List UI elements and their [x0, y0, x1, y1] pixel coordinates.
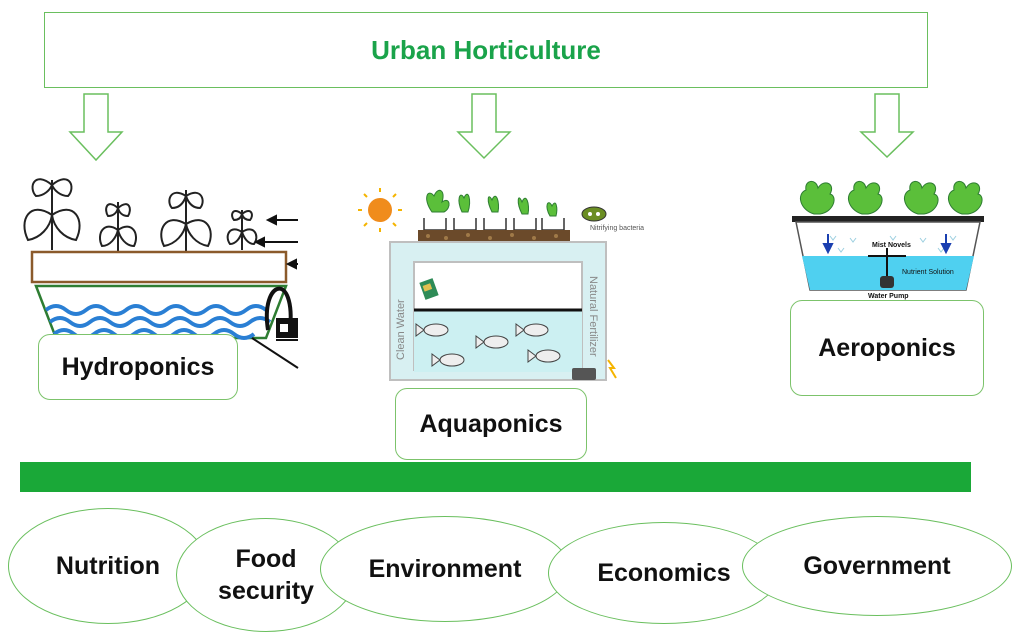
hydroponics-text: Hydroponics [61, 352, 215, 381]
plant-icon [160, 190, 212, 276]
arrow-down-icon [822, 234, 952, 255]
plant-icon [23, 178, 81, 279]
nitrifying-label: Nitrifying bacteria [590, 225, 644, 232]
factor-government: Government [742, 516, 1012, 616]
aquaponics-illustration: Nitrifying bacteria Clean Water Natural … [358, 188, 644, 381]
pump-icon [880, 276, 894, 288]
pump-icon [572, 368, 596, 380]
factor-label: Food [235, 544, 297, 573]
mist-droplets [829, 235, 957, 253]
aquaponics-label: Aquaponics [395, 388, 587, 460]
water-pump-label: Water Pump [868, 293, 909, 300]
plant-icon [226, 210, 258, 266]
aeroponics-illustration: Mist Novels Nutrient Solution Water Pump [792, 181, 984, 300]
divider-bar [20, 462, 971, 492]
arrow-down-icon [68, 93, 124, 162]
hydroponics-label: Hydroponics [38, 334, 238, 400]
fish-icon [415, 323, 561, 367]
bacteria-icon [581, 206, 607, 222]
nutrient-solution-label: Nutrient Solution [902, 269, 954, 276]
plant-icon [99, 202, 137, 272]
factor-label: Nutrition [55, 551, 161, 580]
feed-icon [419, 278, 439, 300]
clean-water-label: Clean Water [395, 299, 407, 360]
tube [264, 286, 293, 331]
factor-economics: Economics [548, 522, 780, 624]
plant-board [792, 216, 984, 222]
diagram-title: Urban Horticulture [371, 34, 601, 65]
plants [799, 181, 983, 215]
hydroponics-illustration [23, 178, 299, 369]
sun-icon [358, 188, 402, 232]
factor-label: security [218, 577, 314, 605]
arrow-down-icon [859, 93, 915, 159]
factor-environment: Environment [320, 516, 570, 622]
arrows [68, 93, 915, 162]
arrow-down-icon [456, 93, 512, 160]
raft-board [30, 250, 288, 284]
aeroponics-label: Aeroponics [790, 300, 984, 396]
factor-label: Economics [597, 558, 731, 587]
plants [426, 189, 558, 217]
title-box: Urban Horticulture [44, 12, 928, 88]
factor-label: Government [803, 551, 951, 580]
mist-novels-label: Mist Novels [872, 242, 911, 249]
grow-bed [418, 230, 570, 244]
arrow-left-icon [253, 214, 298, 270]
natural-fertilizer-label: Natural Fertilizer [587, 276, 599, 357]
factor-label: Environment [368, 554, 522, 583]
aeroponics-text: Aeroponics [818, 333, 956, 362]
aquaponics-text: Aquaponics [419, 409, 563, 438]
